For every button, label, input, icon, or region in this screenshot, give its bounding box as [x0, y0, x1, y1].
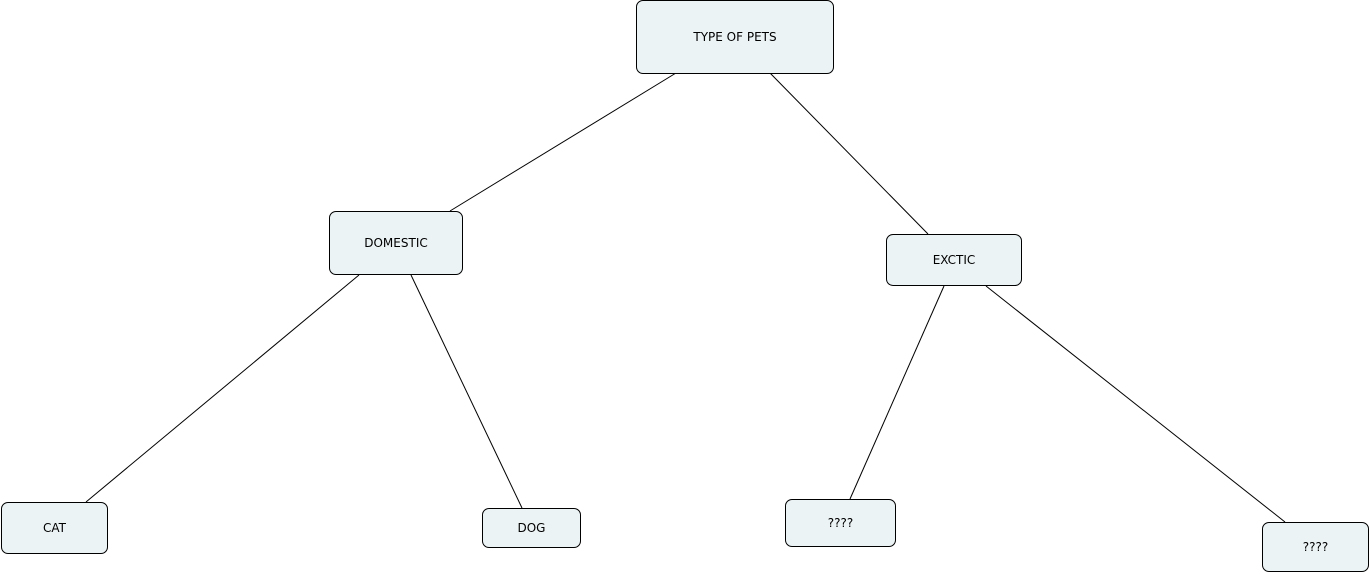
node-label: DOG [517, 521, 546, 535]
node-dog[interactable]: DOG [482, 508, 581, 548]
edge-root-exotic [769, 72, 929, 235]
edge-exotic-unknown-1 [849, 285, 945, 500]
node-label: CAT [43, 521, 66, 535]
node-unknown-2[interactable]: ???? [1262, 522, 1369, 572]
node-label: ???? [1302, 540, 1329, 554]
edge-domestic-dog [410, 274, 523, 509]
node-type-of-pets[interactable]: TYPE OF PETS [636, 0, 834, 74]
node-unknown-1[interactable]: ???? [785, 499, 896, 547]
node-label: EXCTIC [932, 253, 976, 267]
node-label: DOMESTIC [364, 236, 428, 250]
node-label: TYPE OF PETS [693, 30, 777, 44]
node-domestic[interactable]: DOMESTIC [329, 211, 463, 275]
edge-exotic-unknown-2 [985, 285, 1286, 523]
node-exotic[interactable]: EXCTIC [886, 234, 1022, 286]
node-label: ???? [827, 516, 854, 530]
edge-root-domestic [449, 72, 677, 212]
edge-domestic-cat [85, 274, 360, 503]
node-cat[interactable]: CAT [1, 502, 108, 554]
